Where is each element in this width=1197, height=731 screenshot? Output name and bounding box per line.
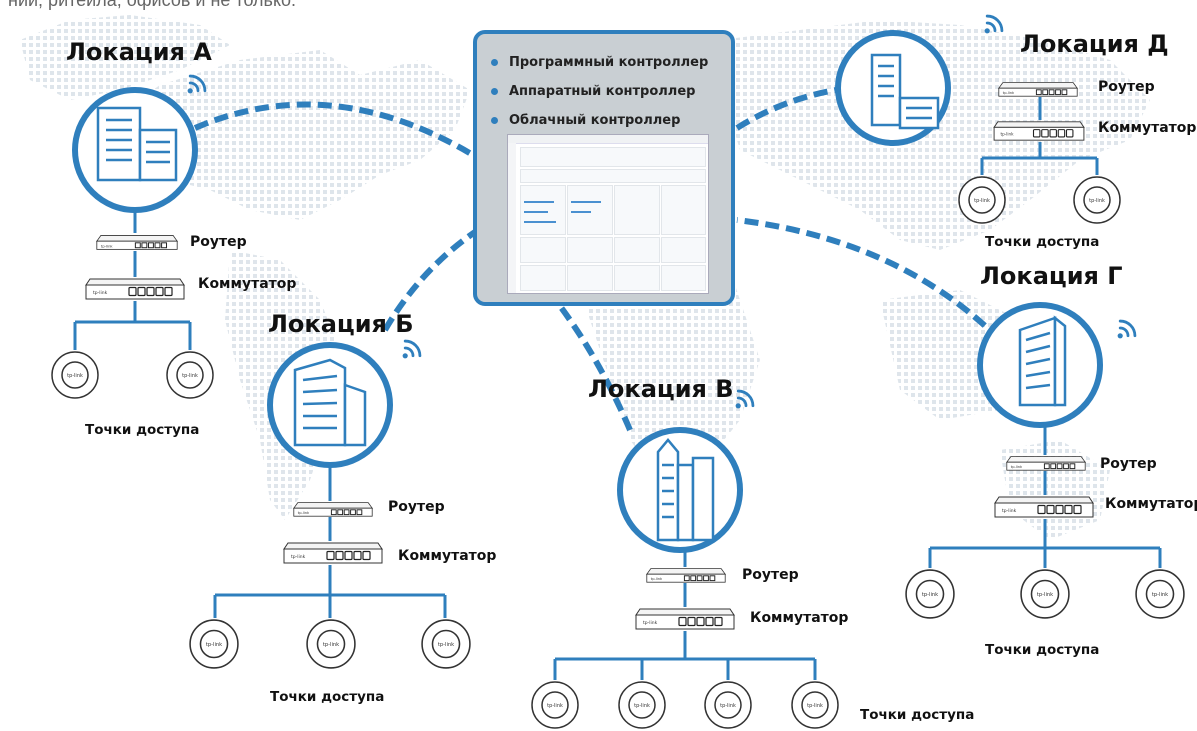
location-a-title: Локация А xyxy=(66,38,212,66)
router-icon xyxy=(293,502,373,517)
location-d xyxy=(835,14,1121,224)
controller-panel: Программный контроллер Аппаратный контро… xyxy=(473,30,735,306)
controller-types-list: Программный контроллер Аппаратный контро… xyxy=(491,48,708,135)
location-g xyxy=(905,302,1185,619)
location-d-switch-label: Коммутатор xyxy=(1098,120,1197,136)
location-g-title: Локация Г xyxy=(980,262,1123,290)
switch-icon xyxy=(993,121,1085,141)
switch-icon xyxy=(85,278,185,300)
access-point-icon xyxy=(1020,569,1070,619)
office-building-icon xyxy=(293,358,367,447)
wifi-icon xyxy=(1116,319,1137,340)
switch-icon xyxy=(635,608,735,630)
location-b-wiring xyxy=(213,465,447,618)
location-b xyxy=(189,339,471,669)
location-g-wiring xyxy=(928,425,1162,568)
office-building-icon xyxy=(870,53,940,130)
location-d-router-label: Роутер xyxy=(1098,79,1155,95)
access-point-icon xyxy=(1135,569,1185,619)
access-point-icon xyxy=(791,681,839,729)
access-point-icon xyxy=(1073,176,1121,224)
location-v-router-label: Роутер xyxy=(742,567,799,583)
location-g-aps-label: Точки доступа xyxy=(985,642,1100,658)
office-building-icon xyxy=(1018,315,1067,407)
access-point-icon xyxy=(958,176,1006,224)
location-v-aps-label: Точки доступа xyxy=(860,707,975,723)
wifi-icon xyxy=(401,339,422,360)
location-v xyxy=(531,389,839,729)
access-point-icon xyxy=(704,681,752,729)
location-v-wiring xyxy=(553,550,817,680)
link-to-location-v xyxy=(557,304,633,432)
access-point-icon xyxy=(306,619,356,669)
location-a-wiring xyxy=(73,210,192,350)
access-point-icon xyxy=(421,619,471,669)
router-icon xyxy=(96,234,178,250)
intro-text: ний, ритейла, офисов и не только. xyxy=(8,0,297,10)
router-icon xyxy=(1006,456,1086,471)
location-g-router-label: Роутер xyxy=(1100,456,1157,472)
location-a xyxy=(51,74,214,399)
access-point-icon xyxy=(531,681,579,729)
location-v-switch-label: Коммутатор xyxy=(750,610,849,626)
location-a-aps-label: Точки доступа xyxy=(85,422,200,438)
access-point-icon xyxy=(189,619,239,669)
controller-type-software: Программный контроллер xyxy=(491,48,708,77)
location-d-title: Локация Д xyxy=(1020,30,1169,58)
location-g-switch-label: Коммутатор xyxy=(1105,496,1197,512)
skyscraper-icon xyxy=(656,438,715,542)
location-d-aps-label: Точки доступа xyxy=(985,234,1100,250)
switch-icon xyxy=(283,542,383,564)
location-d-wiring xyxy=(980,97,1099,175)
access-point-icon xyxy=(618,681,666,729)
access-point-icon xyxy=(905,569,955,619)
location-v-title: Локация В xyxy=(588,375,734,403)
switch-icon xyxy=(994,496,1094,518)
controller-type-hardware: Аппаратный контроллер xyxy=(491,77,708,106)
office-buildings-icon xyxy=(96,106,178,182)
router-icon xyxy=(998,82,1078,97)
location-b-switch-label: Коммутатор xyxy=(398,548,497,564)
access-point-icon xyxy=(51,351,99,399)
location-b-title: Локация Б xyxy=(268,310,414,338)
link-to-location-b xyxy=(382,229,477,332)
controller-dashboard-screenshot xyxy=(507,134,709,294)
link-to-location-g xyxy=(736,217,1003,343)
location-b-router-label: Роутер xyxy=(388,499,445,515)
location-a-switch-label: Коммутатор xyxy=(198,276,297,292)
location-b-aps-label: Точки доступа xyxy=(270,689,385,705)
wifi-icon xyxy=(983,14,1004,35)
access-point-icon xyxy=(166,351,214,399)
controller-type-cloud: Облачный контроллер xyxy=(491,106,708,135)
location-a-router-label: Роутер xyxy=(190,234,247,250)
router-icon xyxy=(646,568,726,583)
